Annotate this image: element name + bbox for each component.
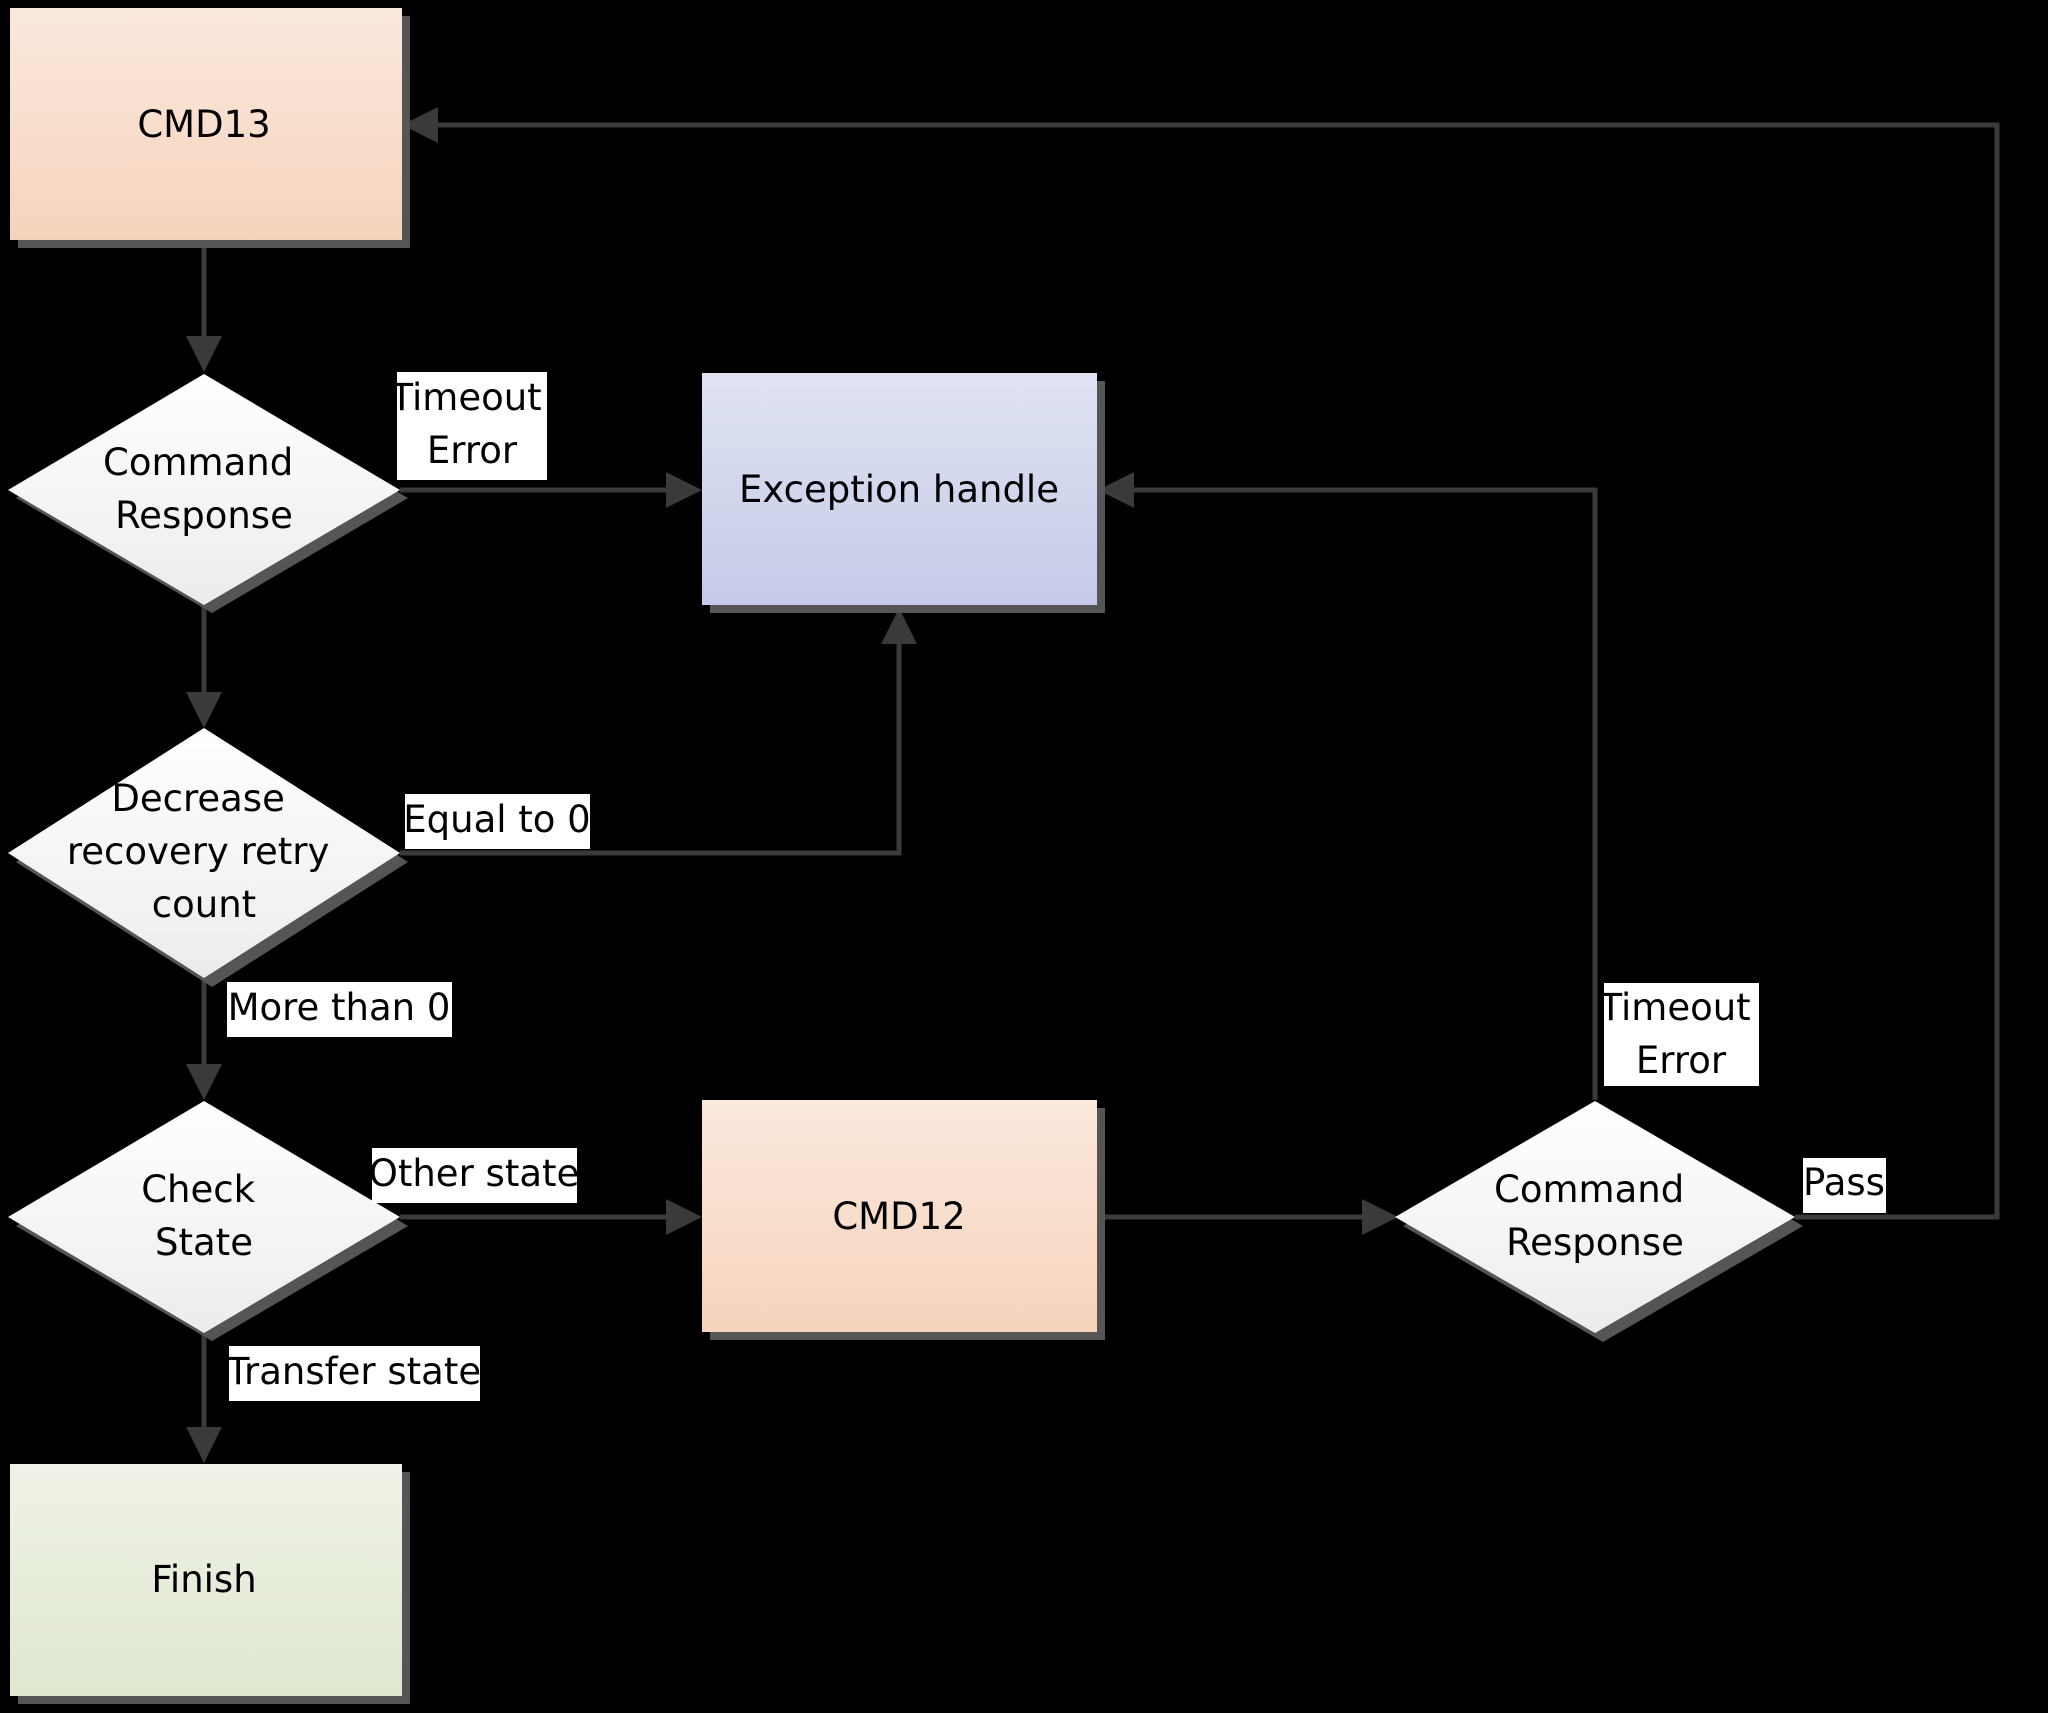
- node-label: Command Response: [1494, 1168, 1696, 1264]
- node-decrease-retry: Decrease recovery retry count: [8, 728, 408, 987]
- node-command-response-1: Command Response: [8, 374, 408, 613]
- label-background: [372, 1148, 577, 1203]
- edge-label: Equal to 0: [403, 798, 590, 841]
- node-label: Command Response: [103, 441, 305, 537]
- label-background: [405, 794, 590, 849]
- node-label: Decrease recovery retry count: [67, 777, 341, 926]
- node-label-line: Check: [141, 1168, 255, 1211]
- label-background: [1604, 983, 1759, 1086]
- node-label: Finish: [151, 1558, 256, 1601]
- node-label-line: Response: [115, 494, 293, 537]
- edge-label: Pass: [1803, 1161, 1885, 1204]
- label-background: [397, 372, 547, 480]
- arrow-head-down: [186, 1427, 222, 1463]
- edge-label-equal-to-0: Equal to 0: [403, 794, 591, 849]
- process-box: [702, 373, 1097, 605]
- terminal-box: [10, 1464, 402, 1696]
- node-check-state: Check State: [8, 1101, 408, 1341]
- process-box: [702, 1100, 1097, 1332]
- node-label-line: CMD13: [137, 103, 270, 146]
- edge-label: Timeout Error: [390, 376, 554, 472]
- node-label-line: CMD12: [832, 1195, 965, 1238]
- arrow-head-down: [186, 1064, 222, 1100]
- edge-label-line: Error: [1636, 1039, 1727, 1082]
- edge-label: Transfer state: [226, 1350, 481, 1393]
- edge-label: Timeout Error: [1599, 986, 1763, 1082]
- node-label-line: Command: [1494, 1168, 1684, 1211]
- decision-diamond: [8, 728, 400, 978]
- arrow-head-up: [881, 608, 917, 644]
- decision-diamond: [8, 1101, 400, 1333]
- node-command-response-2: Command Response: [1395, 1101, 1803, 1342]
- edge-decrease-to-exception: [400, 630, 902, 856]
- edge-label-line: Other state: [369, 1152, 580, 1195]
- node-label-line: Decrease: [111, 777, 284, 820]
- edge-label-transfer-state: Transfer state: [226, 1346, 481, 1401]
- edge-label-line: Transfer state: [226, 1350, 481, 1393]
- process-box: [10, 8, 402, 240]
- edge-label: More than 0: [228, 986, 451, 1029]
- node-label-line: Exception handle: [739, 468, 1059, 511]
- edge-label-line: Equal to 0: [403, 798, 590, 841]
- edge-label-timeout-error-2: Timeout Error: [1599, 983, 1763, 1086]
- edge-label-other-state: Other state: [369, 1148, 580, 1203]
- edge-label-line: Timeout: [390, 376, 542, 419]
- edges: [186, 107, 2000, 1463]
- arrow-head-left: [1098, 472, 1134, 508]
- label-background: [227, 982, 452, 1037]
- node-label: Check State: [141, 1168, 267, 1264]
- decision-diamond: [1395, 1101, 1795, 1333]
- edge-label-pass: Pass: [1803, 1158, 1886, 1213]
- node-finish: Finish: [10, 1464, 410, 1704]
- edge-response2-to-cmd13: [424, 122, 2000, 1220]
- arrow-head-right: [666, 1199, 702, 1235]
- edge-label: Other state: [369, 1152, 580, 1195]
- node-cmd12: CMD12: [702, 1100, 1105, 1340]
- node-label-line: State: [155, 1221, 253, 1264]
- arrow-head-right: [666, 472, 702, 508]
- edge-label-line: Pass: [1803, 1161, 1885, 1204]
- node-exception-handle: Exception handle: [702, 373, 1105, 613]
- edge-label-line: Error: [427, 429, 518, 472]
- node-label: CMD13: [137, 103, 270, 146]
- edge-label-line: More than 0: [228, 986, 451, 1029]
- edge-label-timeout-error-1: Timeout Error: [390, 372, 554, 480]
- node-label-line: Command: [103, 441, 293, 484]
- node-label-line: Finish: [151, 1558, 256, 1601]
- arrow-head-left: [402, 107, 438, 143]
- node-cmd13: CMD13: [10, 8, 410, 248]
- arrow-head-right: [1362, 1199, 1398, 1235]
- edge-label-line: Timeout: [1599, 986, 1751, 1029]
- label-background: [1803, 1158, 1886, 1213]
- arrow-head-down: [186, 336, 222, 372]
- edge-response2-to-exception: [1120, 487, 1598, 1100]
- node-label-line: count: [152, 883, 256, 926]
- node-label: CMD12: [832, 1195, 965, 1238]
- decision-diamond: [8, 374, 400, 605]
- node-label: Exception handle: [739, 468, 1059, 511]
- node-label-line: recovery retry: [67, 830, 329, 873]
- edge-label-more-than-0: More than 0: [227, 982, 452, 1037]
- arrow-head-down: [186, 692, 222, 728]
- node-label-line: Response: [1506, 1221, 1684, 1264]
- label-background: [229, 1346, 480, 1401]
